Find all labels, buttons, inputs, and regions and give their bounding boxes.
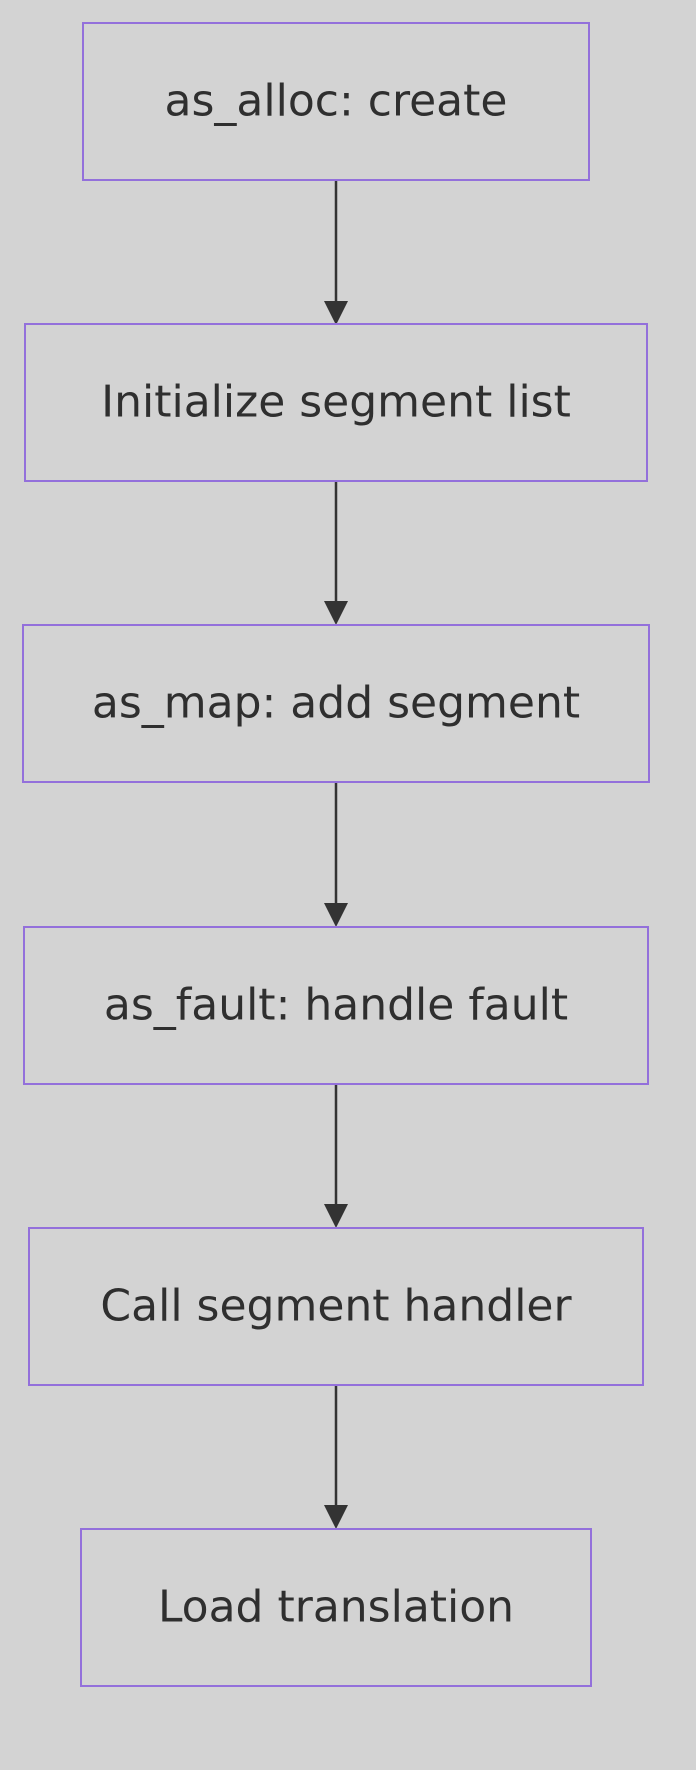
flow-edge bbox=[324, 1084, 348, 1228]
node-label: as_fault: handle fault bbox=[104, 980, 568, 1031]
flow-edge bbox=[324, 180, 348, 325]
flow-edge bbox=[324, 782, 348, 927]
node-label: Load translation bbox=[158, 1582, 514, 1633]
node-as-map-add-segment[interactable]: as_map: add segment bbox=[22, 624, 650, 783]
node-label: as_map: add segment bbox=[92, 678, 580, 729]
flow-edge bbox=[324, 1385, 348, 1529]
node-label: Initialize segment list bbox=[101, 377, 571, 428]
node-label: as_alloc: create bbox=[165, 76, 508, 127]
node-label: Call segment handler bbox=[100, 1281, 572, 1332]
flow-edge bbox=[324, 481, 348, 625]
node-as-alloc-create[interactable]: as_alloc: create bbox=[82, 22, 590, 181]
node-initialize-segment-list[interactable]: Initialize segment list bbox=[24, 323, 648, 482]
node-call-segment-handler[interactable]: Call segment handler bbox=[28, 1227, 644, 1386]
node-load-translation[interactable]: Load translation bbox=[80, 1528, 592, 1687]
node-as-fault-handle-fault[interactable]: as_fault: handle fault bbox=[23, 926, 649, 1085]
